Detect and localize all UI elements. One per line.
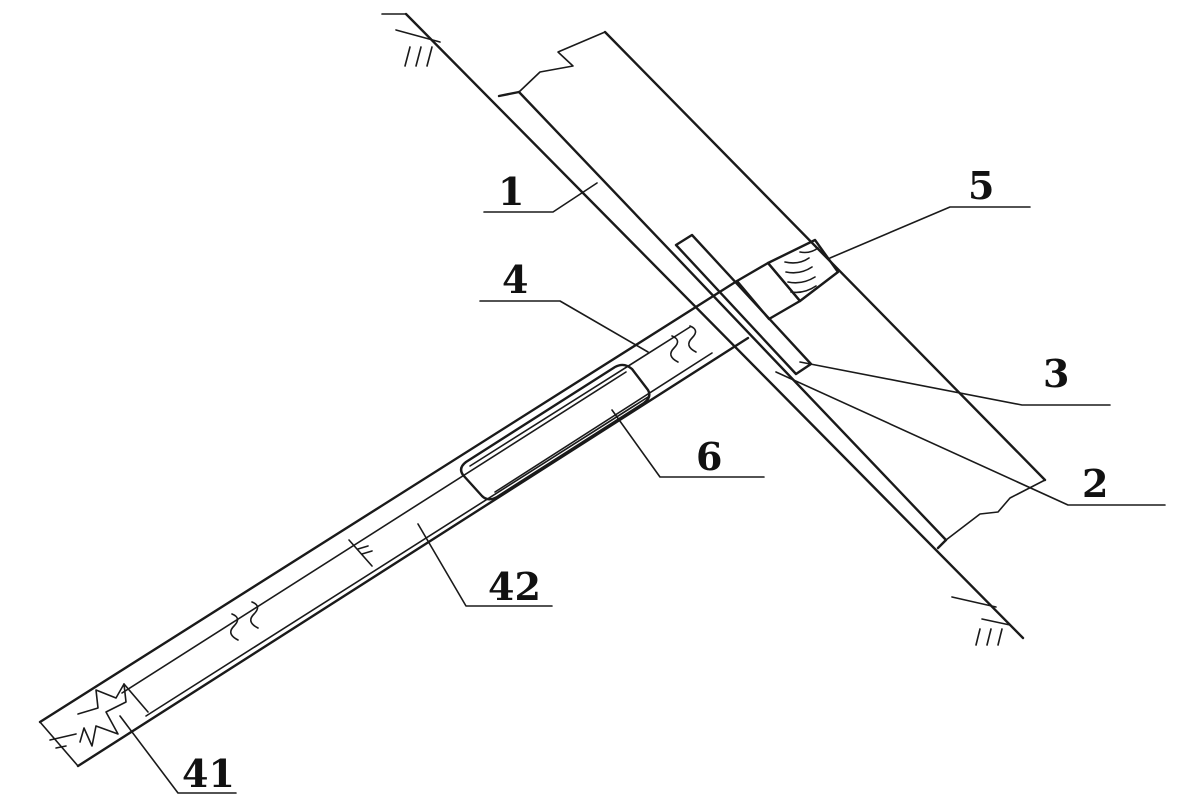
break-symbol-upper — [670, 325, 697, 363]
label-5: 5 — [968, 163, 994, 208]
label-3: 3 — [1043, 351, 1069, 396]
label-2: 2 — [1082, 461, 1108, 506]
anchor-hole — [38, 279, 750, 768]
label-1: 1 — [498, 169, 524, 214]
slope-surface — [381, 12, 1025, 646]
label-6: 6 — [696, 434, 722, 479]
spacer-block — [459, 363, 651, 501]
label-4: 4 — [502, 257, 528, 302]
anchor-tip — [77, 683, 149, 747]
labels: 1 2 3 4 5 6 41 42 — [182, 163, 1108, 796]
anchor-nut — [735, 238, 840, 321]
label-42: 42 — [488, 564, 541, 609]
dimension-marks — [49, 539, 373, 749]
leader-lines — [119, 182, 1166, 794]
wall-panel — [497, 30, 1047, 550]
anchor-plate — [674, 233, 813, 376]
label-41: 41 — [182, 751, 235, 796]
ground-hatch-top — [381, 13, 441, 67]
break-symbol-lower — [230, 601, 259, 641]
ground-hatch-bottom — [951, 596, 1011, 646]
